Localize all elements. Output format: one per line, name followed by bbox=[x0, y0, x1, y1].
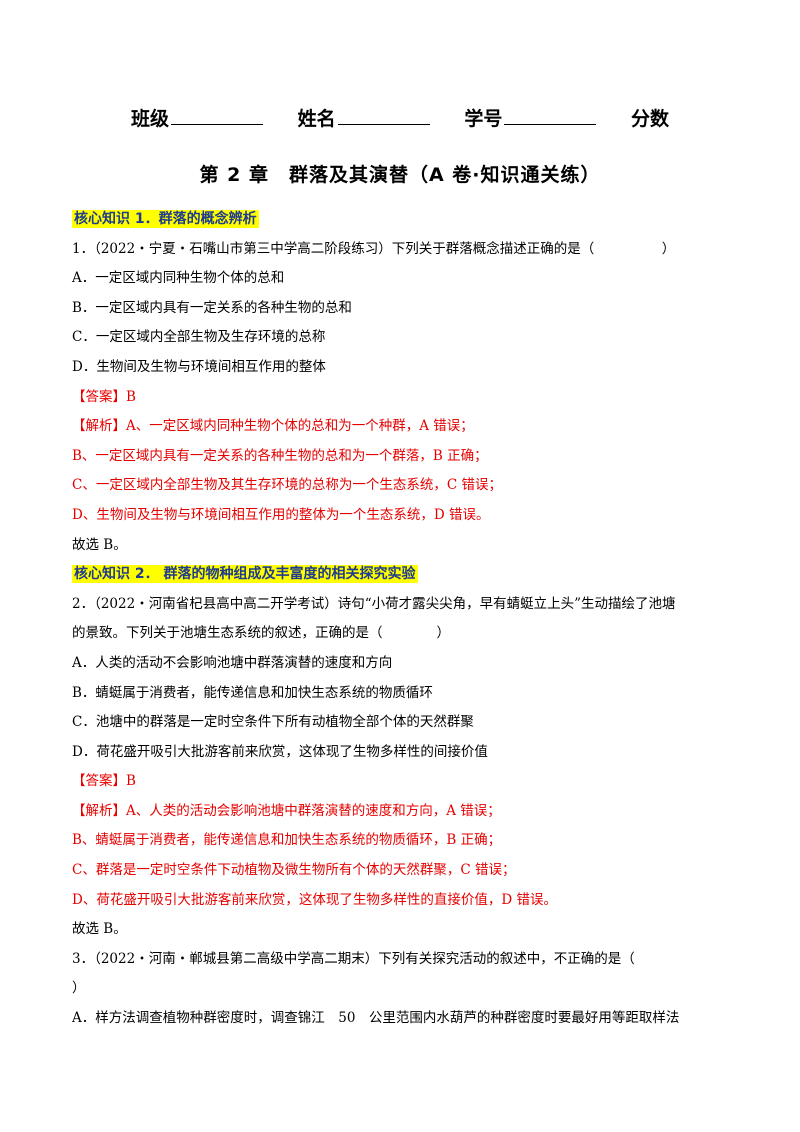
q2-option-d: D．荷花盛开吸引大批游客前来欣赏，这体现了生物多样性的间接价值 bbox=[72, 743, 488, 760]
q1-analysis-4: D、生物间及生物与环境间相互作用的整体为一个生态系统，D 错误。 bbox=[72, 506, 490, 523]
q1-conclusion: 故选 B。 bbox=[72, 536, 127, 553]
q2-conclusion: 故选 B。 bbox=[72, 921, 127, 938]
q2-option-a: A．人类的活动不会影响池塘中群落演替的速度和方向 bbox=[72, 654, 393, 671]
name-blank bbox=[337, 106, 430, 125]
name-field: 姓名 bbox=[298, 104, 430, 131]
q2-stem-2: 的景致。下列关于池塘生态系统的叙述，正确的是（ ） bbox=[72, 625, 450, 642]
q1-option-b: B．一定区域内具有一定关系的各种生物的总和 bbox=[72, 299, 352, 316]
document-body: 核心知识 1．群落的概念辨析 1．（2022・宁夏・石嘴山市第三中学高二阶段练习… bbox=[72, 205, 732, 1034]
q2-analysis-1: 【解析】A、人类的活动会影响池塘中群落演替的速度和方向，A 错误； bbox=[72, 802, 501, 819]
q2-analysis-2: B、蜻蜓属于消费者，能传递信息和加快生态系统的物质循环，B 正确； bbox=[72, 832, 502, 849]
q2-answer: 【答案】B bbox=[72, 773, 136, 790]
q1-option-a: A．一定区域内同种生物个体的总和 bbox=[72, 270, 285, 287]
q1-analysis-3: C、一定区域内全部生物及其生存环境的总称为一个生态系统，C 错误； bbox=[72, 477, 502, 494]
q2-analysis-4: D、荷花盛开吸引大批游客前来欣赏，这体现了生物多样性的直接价值，D 错误。 bbox=[72, 891, 557, 908]
section-heading-1: 核心知识 1．群落的概念辨析 bbox=[72, 210, 259, 228]
q1-answer: 【答案】B bbox=[72, 388, 136, 405]
q2-stem-1: 2．（2022・河南省杞县高中高二开学考试）诗句“小荷才露尖尖角，早有蜻蜓立上头… bbox=[72, 595, 676, 612]
q2-option-b: B．蜻蜓属于消费者，能传递信息和加快生态系统的物质循环 bbox=[72, 684, 433, 701]
q2-analysis-3: C、群落是一定时空条件下动植物及微生物所有个体的天然群聚，C 错误； bbox=[72, 862, 516, 879]
page-title: 第 2 章 群落及其演替（A 卷·知识通关练） bbox=[199, 164, 601, 186]
q1-analysis-1: 【解析】A、一定区域内同种生物个体的总和为一个种群，A 错误； bbox=[72, 418, 474, 435]
number-blank bbox=[504, 106, 597, 125]
q3-option-a: A．样方法调查植物种群密度时，调查锦江 50 公里范围内水葫芦的种群密度时要最好… bbox=[72, 1010, 680, 1027]
q1-stem: 1．（2022・宁夏・石嘴山市第三中学高二阶段练习）下列关于群落概念描述正确的是… bbox=[72, 240, 676, 257]
q1-option-d: D．生物间及生物与环境间相互作用的整体 bbox=[72, 358, 326, 375]
class-blank bbox=[171, 106, 264, 125]
q1-option-c: C．一定区域内全部生物及生存环境的总称 bbox=[72, 329, 326, 346]
score-field: 分数 bbox=[630, 108, 669, 130]
class-field: 班级 bbox=[131, 104, 264, 131]
student-number-field: 学号 bbox=[464, 104, 597, 131]
section-heading-2: 核心知识 2． 群落的物种组成及丰富度的相关探究实验 bbox=[72, 565, 418, 584]
q1-analysis-2: B、一定区域内具有一定关系的各种生物的总和为一个群落，B 正确； bbox=[72, 447, 488, 464]
q3-stem-2: ） bbox=[72, 980, 86, 997]
student-info-header: 班级 姓名 学号 分数 bbox=[0, 104, 800, 131]
q2-option-c: C．池塘中的群落是一定时空条件下所有动植物全部个体的天然群聚 bbox=[72, 714, 474, 731]
q3-stem-1: 3．（2022・河南・郸城县第二高级中学高二期末）下列有关探究活动的叙述中，不正… bbox=[72, 950, 635, 967]
